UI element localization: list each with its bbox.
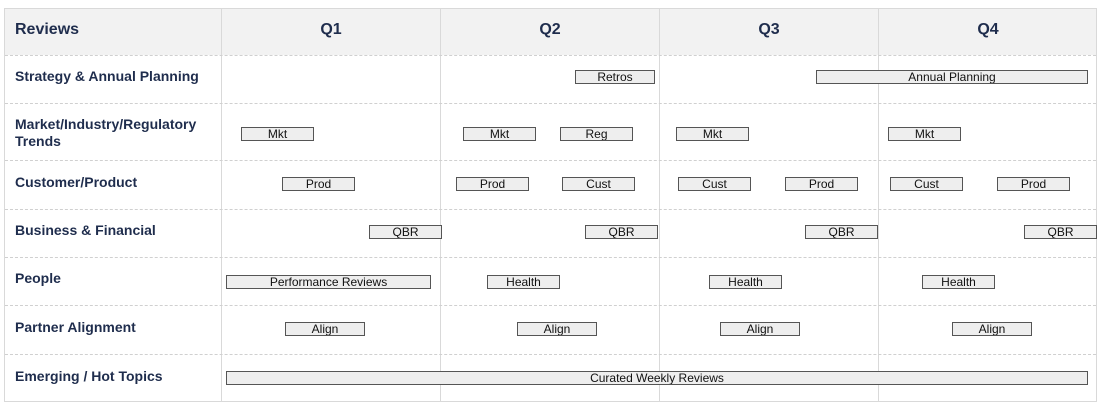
header-reviews: Reviews (15, 21, 80, 38)
row-divider (5, 103, 1096, 104)
timeline-bar-mkt: Mkt (888, 127, 961, 141)
row-label-market: Market/Industry/Regulatory Trends (15, 116, 197, 149)
header-q1: Q1 (320, 21, 342, 38)
timeline-bar-cust: Cust (562, 177, 635, 191)
timeline-bar-prod: Prod (456, 177, 529, 191)
header-q3: Q3 (758, 21, 780, 38)
row-label-emerging: Emerging / Hot Topics (15, 368, 163, 384)
row-label-customer: Customer/Product (15, 174, 138, 190)
header-q4: Q4 (977, 21, 999, 38)
header-row (5, 9, 1096, 55)
timeline-bar-align: Align (285, 322, 365, 336)
timeline-bar-health: Health (487, 275, 560, 289)
row-label-strategy: Strategy & Annual Planning (15, 68, 199, 84)
timeline-bar-qbr: QBR (1024, 225, 1097, 239)
timeline-bar-annual-planning: Annual Planning (816, 70, 1088, 84)
timeline-bar-align: Align (517, 322, 597, 336)
timeline-bar-performance-reviews: Performance Reviews (226, 275, 431, 289)
row-label-partner: Partner Alignment (15, 319, 136, 335)
row-divider (5, 354, 1096, 355)
row-divider (5, 55, 1096, 56)
timeline-bar-cust: Cust (890, 177, 963, 191)
column-divider (440, 9, 441, 401)
row-label-people: People (15, 270, 61, 286)
timeline-bar-align: Align (952, 322, 1032, 336)
row-divider (5, 160, 1096, 161)
timeline-bar-prod: Prod (997, 177, 1070, 191)
header-q2: Q2 (539, 21, 561, 38)
timeline-bar-prod: Prod (785, 177, 858, 191)
column-divider (878, 9, 879, 401)
timeline-bar-health: Health (709, 275, 782, 289)
table-frame (4, 8, 1097, 402)
timeline-bar-curated-weekly-reviews: Curated Weekly Reviews (226, 371, 1088, 385)
timeline-bar-qbr: QBR (585, 225, 658, 239)
row-divider (5, 257, 1096, 258)
timeline-bar-reg: Reg (560, 127, 633, 141)
column-divider (221, 9, 222, 401)
timeline-bar-qbr: QBR (369, 225, 442, 239)
column-divider (659, 9, 660, 401)
timeline-bar-cust: Cust (678, 177, 751, 191)
timeline-bar-health: Health (922, 275, 995, 289)
timeline-bar-qbr: QBR (805, 225, 878, 239)
timeline-bar-mkt: Mkt (463, 127, 536, 141)
row-label-business: Business & Financial (15, 222, 156, 238)
row-divider (5, 209, 1096, 210)
timeline-bar-retros: Retros (575, 70, 655, 84)
timeline-bar-mkt: Mkt (676, 127, 749, 141)
row-divider (5, 305, 1096, 306)
timeline-bar-align: Align (720, 322, 800, 336)
timeline-bar-mkt: Mkt (241, 127, 314, 141)
timeline-bar-prod: Prod (282, 177, 355, 191)
